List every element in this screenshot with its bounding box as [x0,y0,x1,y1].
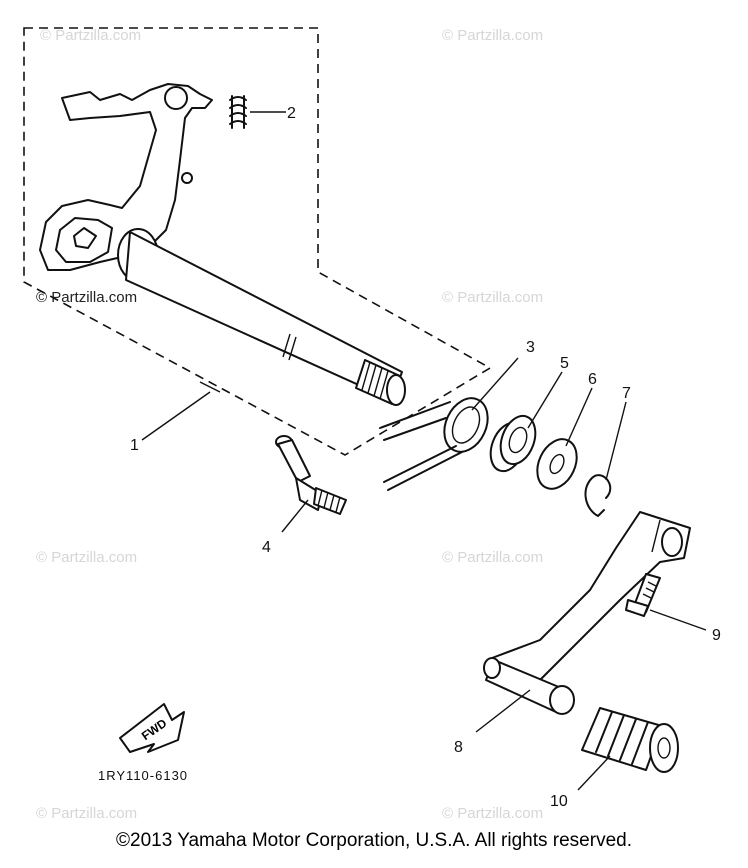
leader-4 [281,499,309,533]
watermark: © Partzilla.com [442,289,543,306]
pinch-bolt [625,573,661,617]
watermark: © Partzilla.com [36,805,137,822]
spring [229,95,247,129]
leader-8 [475,689,531,733]
pedal-peg-root [483,657,501,679]
pedal-rubber [581,707,679,773]
stopper-bolt [275,435,347,515]
rubber-ribs [595,711,649,765]
rubber-body [581,707,663,771]
pedal-arm [491,511,691,681]
callout-2: 2 [287,105,296,122]
assembly-boundary [23,27,492,456]
washer [536,438,578,490]
leader-lines [141,111,707,791]
fwd-arrow: FWD [119,703,185,753]
pedal-clamp-hole [661,527,683,557]
leader-3 [471,357,519,411]
arm-pivot-hole [164,86,188,110]
circlip [584,474,612,517]
shaft-groove [282,333,291,358]
pinch-bolt-thread [642,581,657,599]
callout-10: 10 [550,793,568,810]
shaft-groove [288,336,297,361]
leader-10 [577,755,611,791]
rubber-end [649,723,679,773]
watermark: © Partzilla.com [36,289,137,306]
spring-coils [229,96,247,125]
oil-seal [489,414,537,473]
watermark: © Partzilla.com [36,549,137,566]
spring-outline [231,95,245,129]
seal-face [499,414,537,466]
pinch-bolt-head [625,599,649,617]
shift-shaft-assembly [39,83,406,406]
spring-leg-lower [383,445,463,491]
spline-lines [361,361,389,400]
leader-1 [141,381,221,441]
bolt-shank [277,439,311,483]
seal-bore [508,426,528,454]
leader-9 [649,609,707,631]
pedal-slit [651,519,661,553]
leader-7 [605,401,627,481]
callout-8: 8 [454,739,463,756]
bolt-thread [313,487,347,515]
diagram-code: 1RY110-6130 [98,768,188,783]
spring-coil [443,397,489,453]
circlip-ring [584,474,612,517]
washer-ring [536,438,578,490]
watermark: © Partzilla.com [442,805,543,822]
shaft-end [386,374,406,406]
spring-leg-upper [379,401,451,441]
leader-5 [527,371,563,429]
shift-pedal [483,511,691,715]
callout-1: 1 [130,437,139,454]
callout-9: 9 [712,627,721,644]
fwd-arrow-shape [119,703,185,753]
arm-pin-hole [181,172,193,184]
rubber-end-hole [657,737,671,759]
callout-6: 6 [588,371,597,388]
watermark: © Partzilla.com [442,549,543,566]
arm-catch [73,227,97,249]
leader-6 [565,387,593,447]
pedal-peg-end [549,685,575,715]
callout-7: 7 [622,385,631,402]
callout-5: 5 [560,355,569,372]
torsion-spring [379,397,489,491]
bolt-thread-lines [317,489,341,513]
watermark: © Partzilla.com [40,27,141,44]
copyright-notice: ©2013 Yamaha Motor Corporation, U.S.A. A… [116,830,632,851]
watermark: © Partzilla.com [442,27,543,44]
callout-4: 4 [262,539,271,556]
washer-hole [549,453,565,475]
callout-3: 3 [526,339,535,356]
